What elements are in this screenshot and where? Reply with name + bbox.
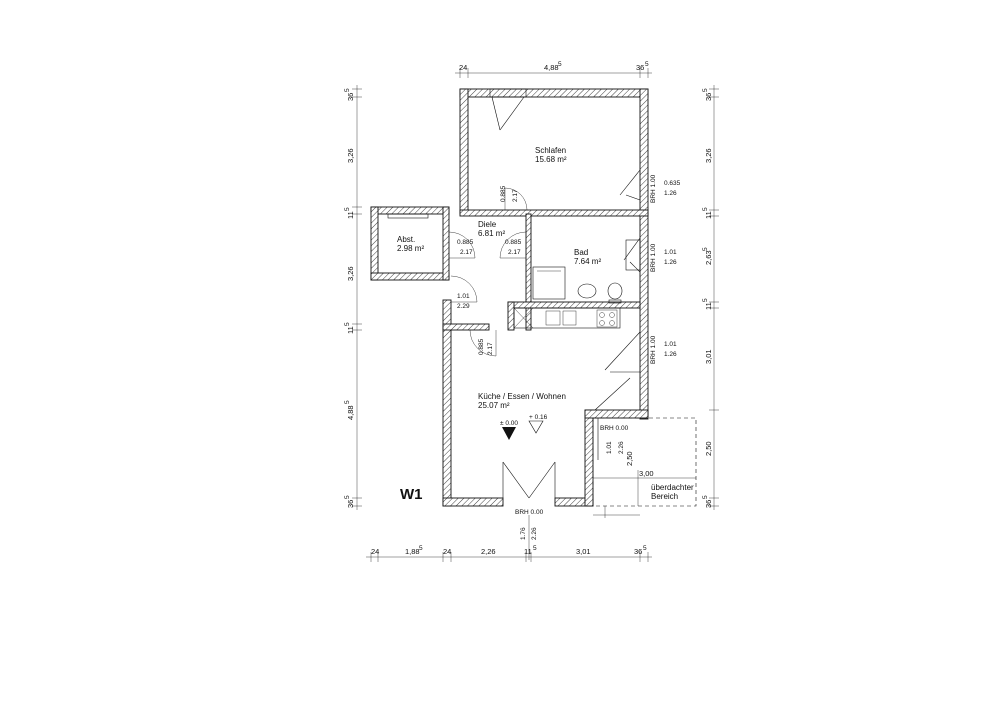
top-dim-a: 24 — [459, 63, 467, 72]
room-abst-name: Abst. — [397, 235, 415, 244]
dimension-lines — [352, 68, 719, 562]
right-dim-b-sup: 5 — [702, 207, 709, 211]
fixtures — [387, 213, 641, 329]
bottom-dim-c: 24 — [443, 547, 451, 556]
top-dim-c-sup: 5 — [645, 61, 649, 68]
door-south-h: 2.26 — [531, 527, 538, 540]
terrace-depth: 2,50 — [625, 451, 634, 466]
door-terrace-w: 1.01 — [606, 441, 613, 454]
right-dim-top-sup: 5 — [702, 88, 709, 92]
step-level-label: + 0.16 — [529, 414, 548, 421]
top-dim-b-sup: 5 — [558, 61, 562, 68]
door-schlafen-w: 0.885 — [500, 185, 507, 202]
room-diele-name: Diele — [478, 220, 497, 229]
door-south-w: 1.76 — [520, 527, 527, 540]
right-dim-bot: 36 — [704, 500, 713, 508]
bottom-dim-g-sup: 5 — [643, 545, 647, 552]
room-bad-area: 7.64 m² — [574, 257, 601, 266]
left-dim-c: 3,26 — [346, 266, 355, 281]
door-bad-w: 0.885 — [505, 239, 522, 246]
door-schlafen-h: 2.17 — [512, 189, 519, 202]
top-dim-c: 36 — [636, 63, 644, 72]
win-schlafen-h: 1.26 — [664, 190, 677, 197]
left-dim-top-sup: 5 — [344, 88, 351, 92]
right-dim-c-sup: 5 — [702, 247, 709, 251]
right-dim-b: 11 — [704, 211, 713, 219]
terrace-label-2: Bereich — [651, 492, 678, 501]
bottom-dim-d: 2,26 — [481, 547, 496, 556]
terrace-area — [592, 417, 697, 518]
top-dim-b: 4,88 — [544, 63, 559, 72]
room-bad-name: Bad — [574, 248, 588, 257]
door-terrace-h: 2.26 — [618, 441, 625, 454]
win-schlafen-w: 0.635 — [664, 180, 681, 187]
left-dim-top: 36 — [346, 93, 355, 101]
terrace-width: 3,00 — [639, 469, 654, 478]
room-schlafen-area: 15.68 m² — [535, 155, 567, 164]
win-kueche-w: 1.01 — [664, 341, 677, 348]
door-bad-h: 2.17 — [508, 249, 521, 256]
plan-title: W1 — [400, 486, 423, 503]
win-bad-brh: BRH 1.00 — [650, 243, 657, 272]
room-kueche-name: Küche / Essen / Wohnen — [478, 392, 566, 401]
bottom-dim-b-sup: 5 — [419, 545, 423, 552]
terrace-label-1: überdachter — [651, 483, 694, 492]
bottom-dim-e-sup: 5 — [533, 545, 537, 552]
left-dim-b: 11 — [346, 211, 355, 219]
room-abst-area: 2.98 m² — [397, 244, 424, 253]
right-dim-c: 2,63 — [704, 250, 713, 265]
door-terrace-brh: BRH 0.00 — [600, 425, 629, 432]
right-dim-d: 11 — [704, 302, 713, 310]
right-dim-bot-sup: 5 — [702, 495, 709, 499]
left-dim-d-sup: 5 — [344, 322, 351, 326]
win-kueche-h: 1.26 — [664, 351, 677, 358]
win-bad-w: 1.01 — [664, 249, 677, 256]
win-schlafen-brh: BRH 1.00 — [650, 174, 657, 203]
room-diele-area: 6.81 m² — [478, 229, 505, 238]
openings — [448, 88, 641, 499]
floor-level-marker — [502, 427, 516, 440]
bottom-dim-f: 3,01 — [576, 547, 591, 556]
floor-level-label: ± 0.00 — [500, 420, 518, 427]
left-dim-e: 4,88 — [346, 405, 355, 420]
bottom-dim-a: 24 — [371, 547, 379, 556]
door-south-brh: BRH 0.00 — [515, 509, 544, 516]
right-dim-e: 3,01 — [704, 349, 713, 364]
bottom-dim-b: 1,88 — [405, 547, 420, 556]
door-abst-h: 2.17 — [460, 249, 473, 256]
right-dim-a: 3,26 — [704, 148, 713, 163]
bottom-dim-e: 11 — [524, 547, 532, 556]
left-dim-e-sup: 5 — [344, 400, 351, 404]
door-abst-w: 0.885 — [457, 239, 474, 246]
room-schlafen-name: Schlafen — [535, 146, 566, 155]
door-entry-h: 2.29 — [457, 303, 470, 310]
left-dim-a: 3,26 — [346, 148, 355, 163]
door-kueche-w: 0.885 — [478, 338, 485, 355]
win-bad-h: 1.26 — [664, 259, 677, 266]
walls — [370, 88, 649, 507]
door-kueche-h: 2.17 — [487, 342, 494, 355]
right-dim-d-sup: 5 — [702, 298, 709, 302]
bottom-dim-g: 36 — [634, 547, 642, 556]
left-dim-bot-sup: 5 — [344, 495, 351, 499]
left-dim-b-sup: 5 — [344, 207, 351, 211]
win-kueche-brh: BRH 1.00 — [650, 335, 657, 364]
left-dim-d: 11 — [346, 326, 355, 334]
step-level-marker — [528, 420, 544, 434]
right-dim-f: 2,50 — [704, 441, 713, 456]
room-kueche-area: 25.07 m² — [478, 401, 510, 410]
right-dim-top: 36 — [704, 93, 713, 101]
left-dim-bot: 36 — [346, 500, 355, 508]
door-entry-w: 1.01 — [457, 293, 470, 300]
